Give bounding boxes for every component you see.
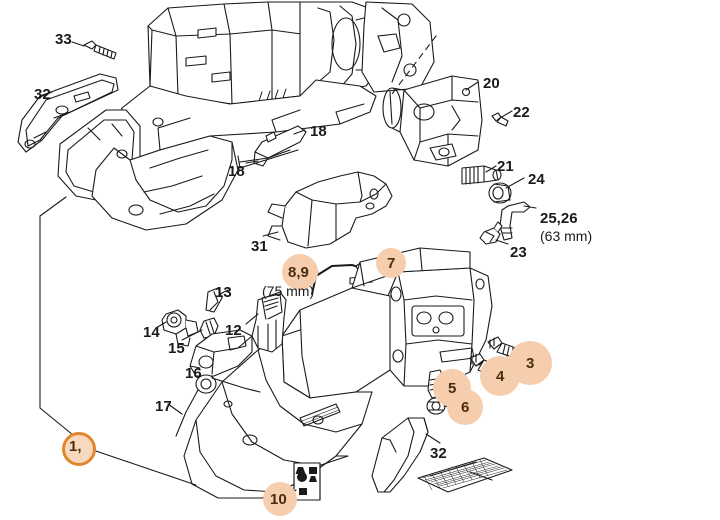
part-21-stud: [461, 165, 502, 185]
highlight-label-3: 3: [526, 355, 535, 372]
part-18-levers: [237, 125, 307, 169]
leader-22: [499, 110, 513, 119]
callout-21: 21: [497, 158, 514, 175]
leader-17: [167, 403, 183, 415]
highlight-label-7: 7: [387, 255, 396, 272]
part-23-clip: [479, 221, 503, 245]
callout-31: 31: [251, 238, 268, 255]
highlight-label-5: 5: [448, 380, 457, 397]
dimension-75mm-value: (75 mm): [262, 283, 315, 299]
callout-32-upper: 32: [34, 86, 51, 103]
leader-32a: [39, 91, 53, 98]
leader-2526: [523, 205, 537, 209]
part-20-filter-housing: [382, 75, 483, 167]
highlight-circle-4: [480, 356, 520, 396]
assembly-group-outline: [39, 196, 197, 486]
leader-screen: [469, 471, 493, 481]
dashed-leader-20: [391, 35, 437, 95]
callout-33: 33: [55, 31, 72, 48]
callout-14: 14: [143, 324, 160, 341]
callout-23: 23: [510, 244, 527, 261]
highlight-circle-10: [263, 482, 297, 516]
callout-18-lower: 18: [228, 163, 245, 180]
leader-20: [465, 81, 479, 91]
highlight-circle-8-9: [282, 254, 318, 290]
part-12-bracket: [251, 291, 287, 353]
callout-24: 24: [528, 171, 545, 188]
highlight-circle-7: [376, 248, 406, 278]
leader-15: [181, 329, 203, 341]
leader-33: [71, 41, 85, 47]
part-14-knob: [161, 309, 199, 347]
leader-12: [245, 313, 259, 325]
callout-20: 20: [483, 75, 500, 92]
callout-18-upper: 18: [310, 123, 327, 140]
callout-22: 22: [513, 104, 530, 121]
screen-mesh: [417, 457, 513, 493]
leader-14: [155, 321, 167, 329]
callout-16: 16: [185, 365, 202, 382]
callout-17: 17: [155, 398, 172, 415]
leader-18b: [245, 160, 259, 164]
part-22-screw: [491, 112, 509, 127]
leader-24: [505, 177, 525, 189]
leader-16: [189, 365, 201, 369]
leader-13: [219, 289, 229, 295]
dimension-25-26-value: (63 mm): [540, 228, 593, 244]
handle-housing-upper: [57, 79, 377, 231]
highlight-label-10: 10: [270, 491, 287, 508]
callout-15: 15: [168, 340, 185, 357]
leader-31: [262, 231, 279, 237]
highlight-circle-6: [447, 389, 483, 425]
part-31-hand-guard: [267, 171, 393, 249]
part-2526-hose: [499, 201, 531, 241]
part-32-lower-cover: [371, 417, 429, 493]
dimension-25-26-label: 25,26: [540, 210, 578, 227]
leader-18a: [293, 129, 306, 135]
highlight-circle-1: [62, 432, 96, 466]
crankcase-assembly: [147, 1, 435, 105]
highlight-label-8-9: 8,9: [288, 264, 309, 281]
highlight-label-1: 1,: [69, 438, 82, 455]
callout-12: 12: [225, 322, 242, 339]
leader-32b: [425, 433, 441, 444]
highlight-label-6: 6: [461, 399, 470, 416]
leader-21: [485, 165, 497, 173]
part-24-grommet: [488, 182, 512, 204]
part-17-spring: [175, 374, 261, 437]
callout-13: 13: [215, 284, 232, 301]
part-32-handle-bar: [17, 73, 119, 153]
highlight-label-4: 4: [496, 368, 505, 385]
part-13-shim: [205, 287, 223, 313]
callout-32-lower: 32: [430, 445, 447, 462]
part-33-screw: [83, 40, 117, 60]
leader-23: [495, 239, 509, 245]
part-10-warning-label: [293, 462, 321, 501]
